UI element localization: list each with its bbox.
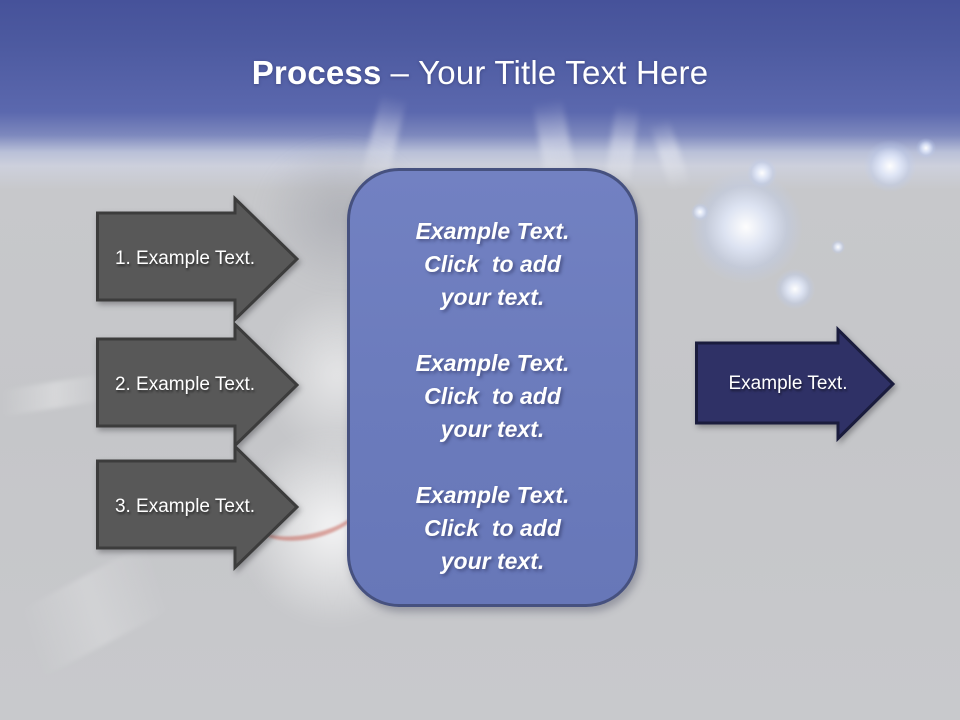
step-label: 3. Example Text. — [114, 496, 256, 517]
panel-text-line: Click to add — [424, 515, 561, 541]
star-glow — [775, 269, 815, 309]
panel-text-line: Example Text. — [415, 350, 570, 376]
detail-panel: Example Text. Click to add your text. Ex… — [347, 168, 638, 607]
panel-text-block-1: Example Text. Click to add your text. — [350, 215, 635, 314]
result-label: Example Text. — [728, 373, 848, 394]
step-label: 2. Example Text. — [114, 374, 256, 395]
title-text: Your Title Text Here — [418, 54, 709, 91]
star-glow — [690, 171, 802, 283]
panel-text-line: Click to add — [424, 383, 561, 409]
title-separator: – — [390, 54, 410, 91]
panel-text-line: Example Text. — [415, 482, 570, 508]
right-arrow-shape — [96, 442, 300, 572]
smoke-wisp — [649, 118, 691, 192]
star-glow — [916, 138, 936, 158]
star-glow — [831, 240, 845, 254]
panel-text-line: your text. — [440, 416, 545, 442]
star-glow — [691, 203, 709, 221]
result-arrow: Example Text. — [695, 325, 896, 443]
slide-title: Process–Your Title Text Here — [0, 54, 960, 92]
panel-text-block-2: Example Text. Click to add your text. — [350, 347, 635, 446]
process-step-arrow-1: 1. Example Text. — [96, 194, 300, 324]
process-step-arrow-2: 2. Example Text. — [96, 320, 300, 450]
panel-text-line: Example Text. — [415, 218, 570, 244]
right-arrow-shape — [96, 320, 300, 450]
process-step-arrow-3: 3. Example Text. — [96, 442, 300, 572]
right-arrow-shape — [695, 325, 896, 443]
title-emphasis: Process — [251, 54, 382, 91]
right-arrow-shape — [96, 194, 300, 324]
star-glow — [747, 158, 777, 188]
panel-text-line: Click to add — [424, 251, 561, 277]
panel-text-line: your text. — [440, 284, 545, 310]
panel-text-line: your text. — [440, 548, 545, 574]
star-glow — [864, 140, 916, 192]
panel-text-block-3: Example Text. Click to add your text. — [350, 479, 635, 578]
detail-panel-content: Example Text. Click to add your text. Ex… — [350, 171, 635, 578]
step-label: 1. Example Text. — [114, 248, 256, 269]
